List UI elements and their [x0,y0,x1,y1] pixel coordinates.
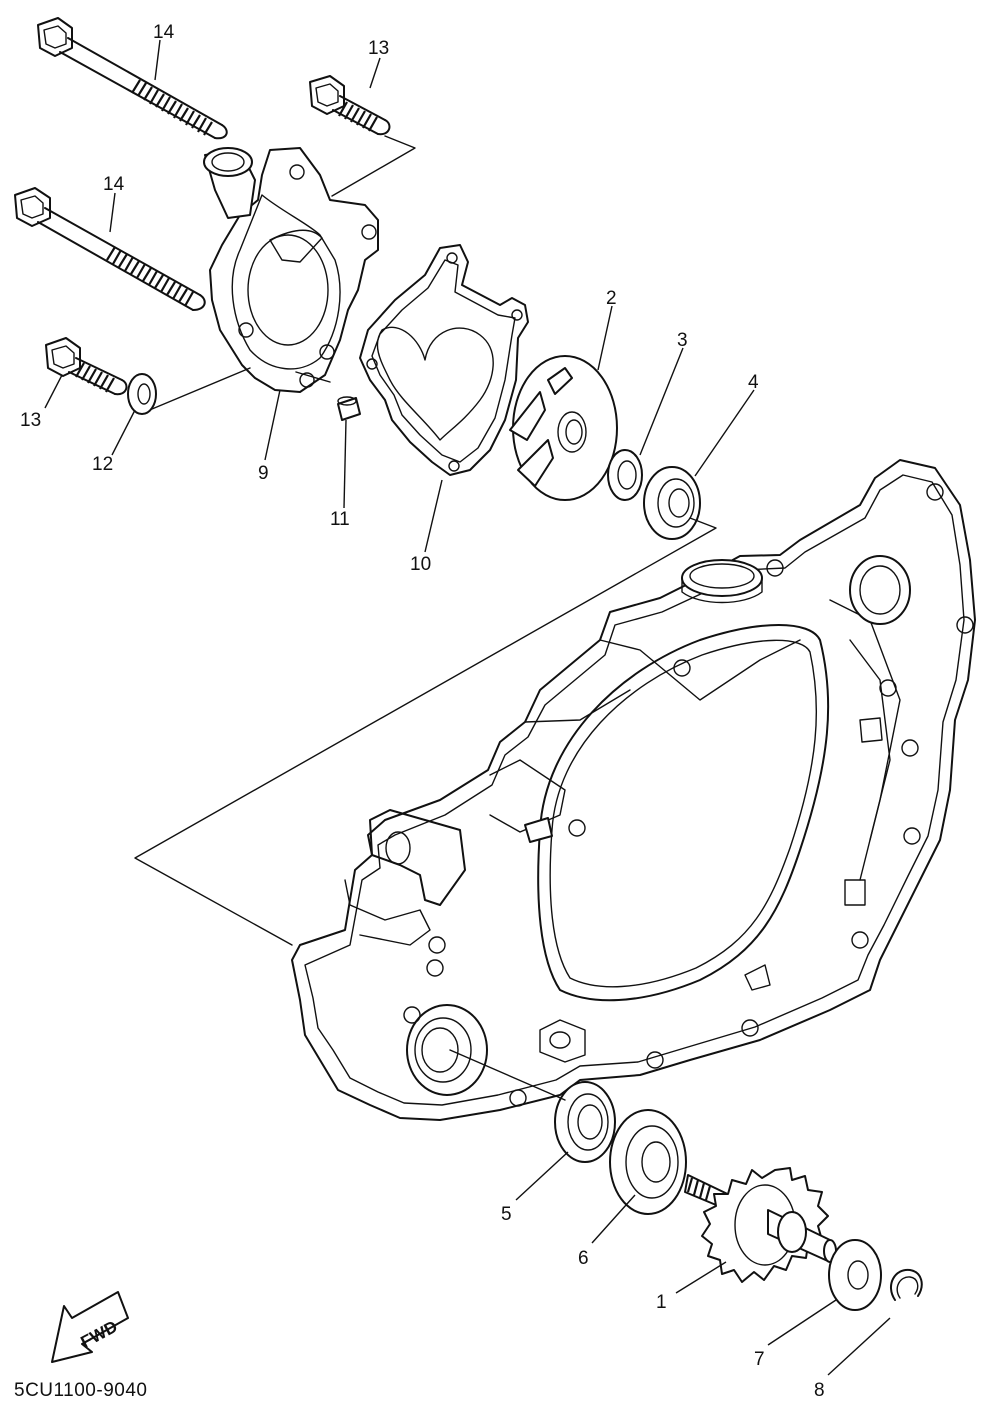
callout-2: 2 [606,288,617,309]
impeller-shaft-gear-1 [684,1167,837,1283]
callout-14-upper: 14 [153,22,175,43]
callout-4: 4 [748,372,759,393]
crankcase-cover [291,459,976,1121]
callout-3: 3 [677,330,688,351]
fwd-arrow-icon: FWD [51,1291,129,1363]
callout-5: 5 [501,1204,512,1225]
callout-leaders [44,39,891,1376]
callout-9: 9 [258,463,269,484]
callout-6: 6 [578,1248,589,1269]
callout-11: 11 [330,509,350,530]
callout-1: 1 [656,1292,667,1313]
impeller-2 [509,355,618,501]
water-pump-housing [203,147,379,393]
callout-12: 12 [92,454,113,475]
washer-12 [127,373,157,415]
bolt-14-upper [37,17,228,140]
callout-13-upper: 13 [368,38,389,59]
oil-seal-4 [643,466,701,540]
bearing-6 [609,1109,687,1215]
assembly-guide-lines [134,135,717,1101]
callout-13-lower: 13 [20,410,41,431]
bolt-13-upper [309,75,391,136]
gasket-10 [359,244,529,476]
callout-7: 7 [754,1349,765,1370]
washer-7 [828,1239,882,1311]
callout-10: 10 [410,554,431,575]
callout-numbers: 14 13 14 13 12 9 11 10 2 3 4 5 6 1 7 8 [20,22,825,1401]
bolt-14-lower [14,187,206,311]
circlip-8 [890,1268,923,1301]
oil-seal-3 [607,449,643,501]
bolt-13-lower [45,337,128,396]
callout-8: 8 [814,1380,825,1401]
part-code: 5CU1100-9040 [14,1380,148,1401]
bearing-5 [554,1081,616,1163]
dowel-pin-11 [337,396,361,421]
callout-14-lower: 14 [103,174,125,195]
